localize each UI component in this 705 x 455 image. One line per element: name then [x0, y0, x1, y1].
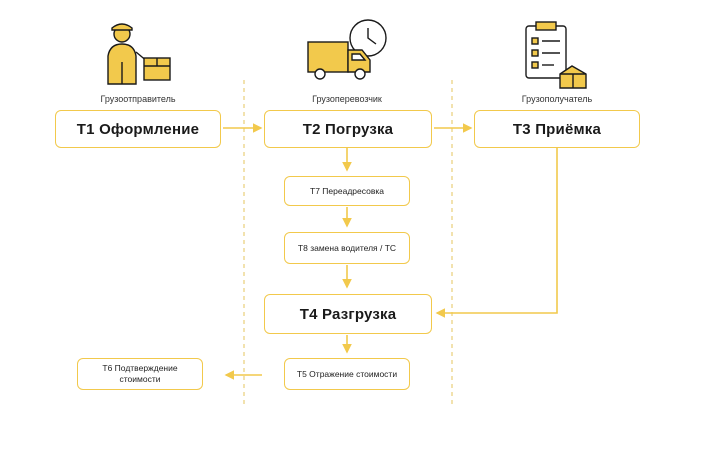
role-label-carrier: Грузоперевозчик [312, 94, 382, 104]
node-t1: Т1 Оформление [55, 110, 221, 148]
node-t8: Т8 замена водителя / ТС [284, 232, 410, 264]
role-label-consignee: Грузополучатель [521, 94, 593, 104]
node-t5: Т5 Отражение стоимости [284, 358, 410, 390]
node-t3: Т3 Приёмка [474, 110, 640, 148]
truck-with-clock-icon [307, 19, 387, 80]
checklist-with-box-icon [525, 21, 587, 89]
node-t6: Т6 Подтверждение стоимости [77, 358, 203, 390]
arrow-t3-t4 [435, 148, 558, 318]
node-t7: Т7 Переадресовка [284, 176, 410, 206]
node-t2: Т2 Погрузка [264, 110, 432, 148]
courier-with-box-icon [107, 23, 171, 85]
role-label-shipper: Грузоотправитель [100, 94, 176, 104]
node-t4: Т4 Разгрузка [264, 294, 432, 334]
